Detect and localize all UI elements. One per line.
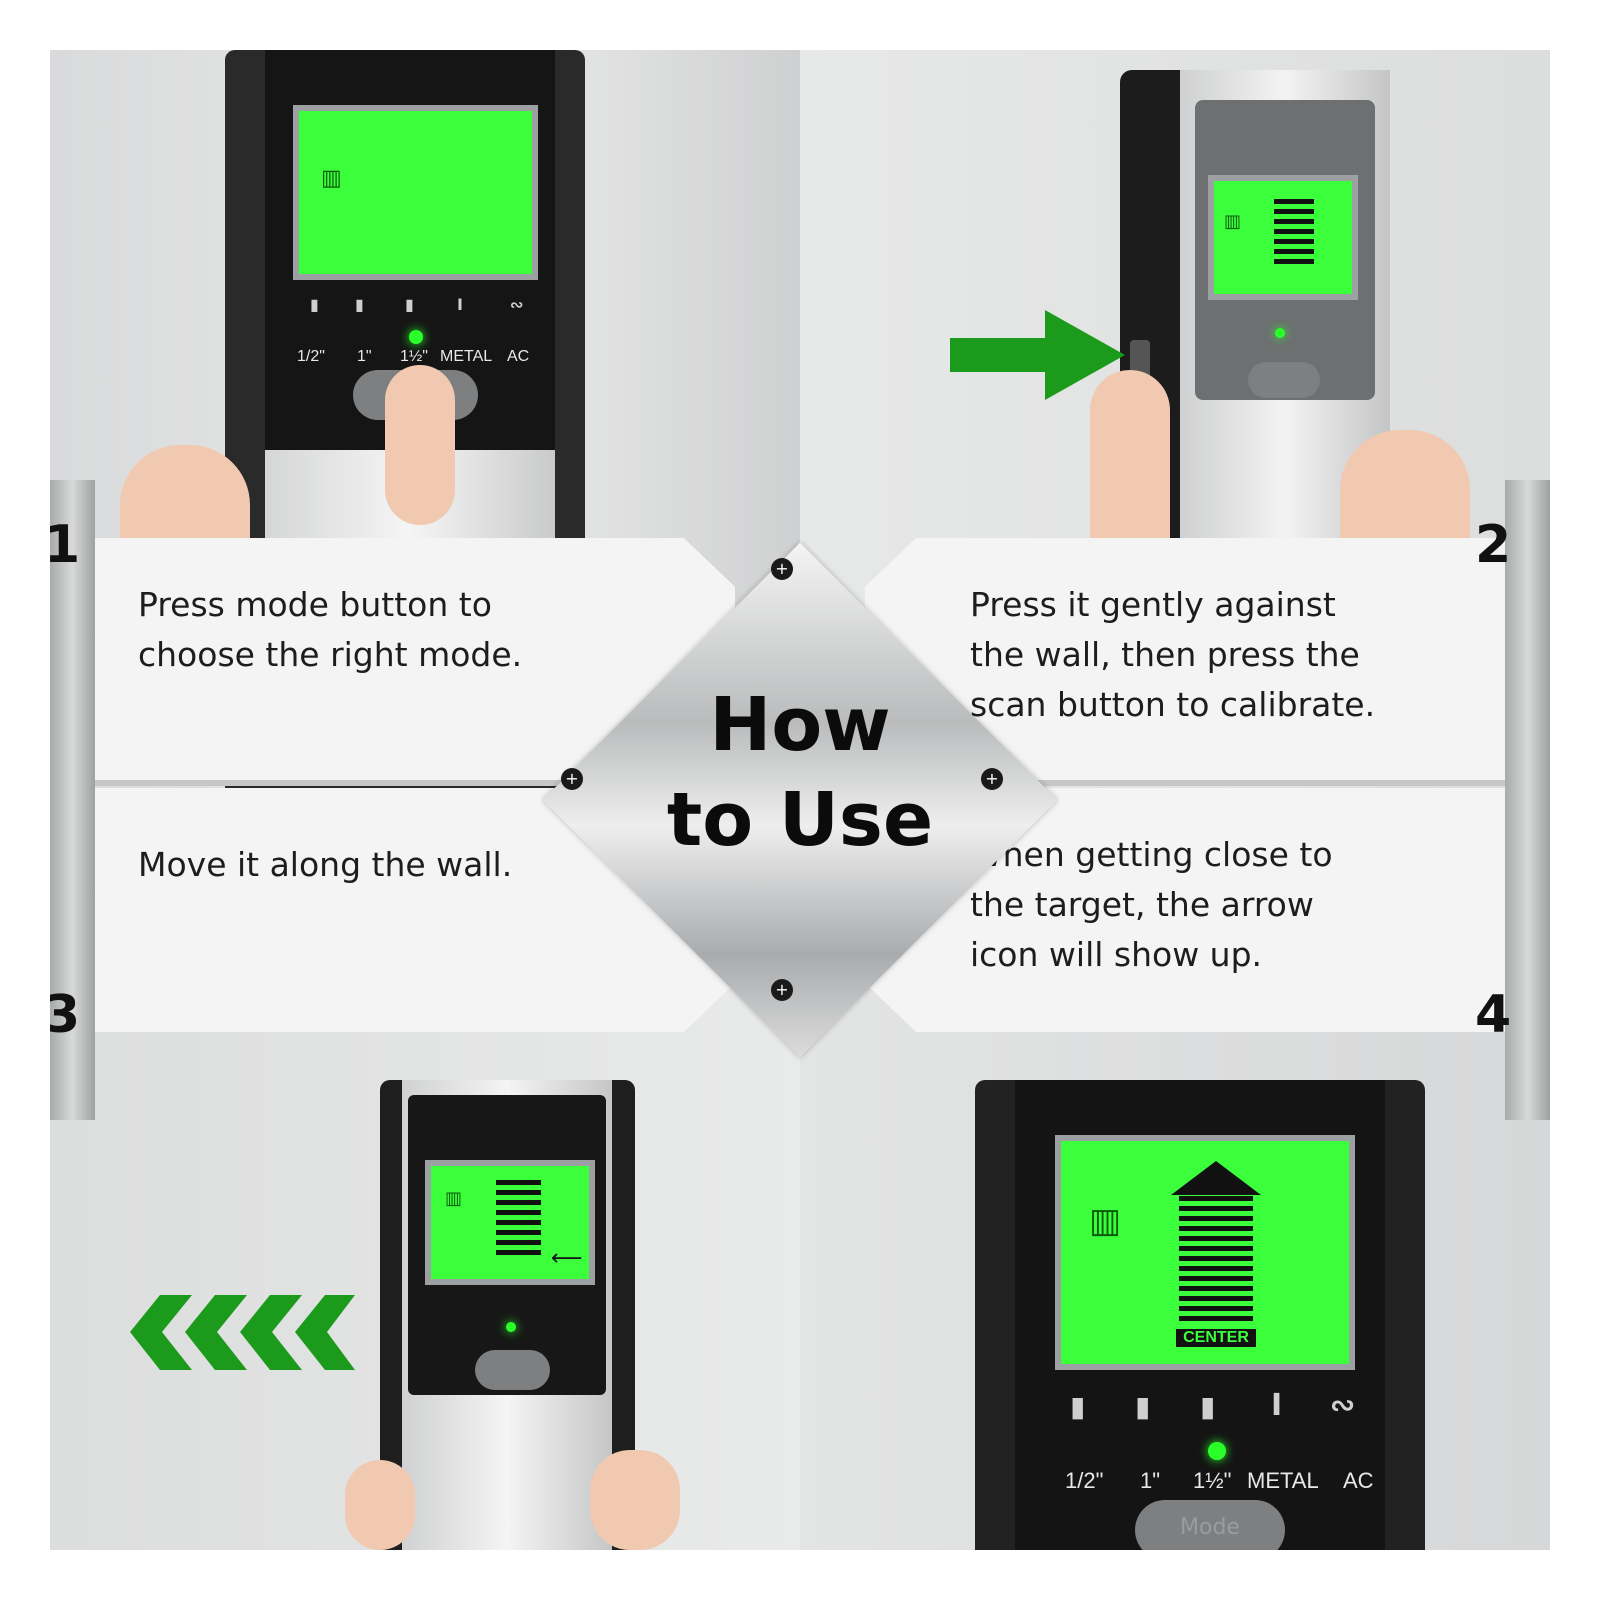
mode-led	[409, 330, 423, 344]
step-1-line-1: Press mode button to	[138, 585, 492, 624]
step-4-line-2: the target, the arrow	[970, 885, 1314, 924]
screw-top: +	[771, 558, 793, 580]
step-2-text: Press it gently against the wall, then p…	[970, 580, 1375, 730]
right-arrow-icon	[950, 310, 1125, 400]
step-2-number: 2	[1475, 515, 1512, 575]
title-line-1: How	[709, 682, 891, 768]
step-4-text: When getting close to the target, the ar…	[970, 830, 1333, 980]
left-chevrons-icon	[130, 1295, 355, 1370]
mode-label-ac: AC	[1343, 1468, 1374, 1493]
stud-half-icon: ▮	[310, 295, 319, 314]
stud-finder-device: ▥ CENTER ▮ ▮ ▮ I ∾ 1/2" 1" 1½" METAL AC …	[975, 1080, 1425, 1550]
step-4-line-1: When getting close to	[970, 835, 1333, 874]
stud-one-half-icon: ▮	[1200, 1390, 1216, 1423]
left-arrow-small-icon: ⟵	[551, 1246, 583, 1271]
screw-bottom: +	[771, 979, 793, 1001]
step-3-number: 3	[50, 985, 81, 1045]
step-1-number: 1	[50, 515, 81, 575]
mode-label-half: 1/2"	[297, 348, 325, 365]
step-3-text: Move it along the wall.	[138, 840, 512, 890]
stud-half-icon: ▮	[1070, 1390, 1086, 1423]
lcd-screen: ▥	[293, 105, 538, 280]
stud-icon: ▥	[1224, 211, 1242, 232]
screw-left: +	[561, 768, 583, 790]
step-2-line-1: Press it gently against	[970, 585, 1336, 624]
mode-led	[506, 1322, 516, 1332]
mode-led	[1208, 1442, 1226, 1460]
how-to-use-infographic: ▥ ▮ ▮ ▮ I ∾ 1/2" 1" 1½" METAL AC ▥	[50, 50, 1550, 1550]
left-rail	[50, 480, 95, 1120]
metal-icon: I	[457, 295, 463, 314]
signal-bars	[1274, 199, 1314, 269]
step-2-line-2: the wall, then press the	[970, 635, 1360, 674]
mode-label-one-half: 1½"	[400, 348, 428, 365]
signal-bars	[1179, 1196, 1253, 1326]
step-1-text: Press mode button to choose the right mo…	[138, 580, 522, 680]
lcd-screen: ▥	[1208, 175, 1358, 300]
step-4-line-3: icon will show up.	[970, 935, 1263, 974]
mode-led	[1275, 328, 1285, 338]
ac-icon: ∾	[510, 295, 524, 314]
stud-one-icon: ▮	[355, 295, 364, 314]
signal-bars	[496, 1180, 541, 1255]
screw-right: +	[981, 768, 1003, 790]
mode-button[interactable]: Mode	[1135, 1500, 1285, 1550]
mode-button[interactable]	[475, 1350, 550, 1390]
stud-finder-device: ▥	[1120, 70, 1390, 540]
stud-icon: ▥	[321, 166, 342, 191]
metal-icon: I	[1271, 1388, 1283, 1423]
mode-button[interactable]	[1248, 362, 1320, 398]
mode-label-metal: METAL	[1247, 1468, 1319, 1493]
mode-label-metal: METAL	[440, 348, 493, 365]
mode-button-label: Mode	[1180, 1515, 1240, 1540]
mode-label-one-half: 1½"	[1193, 1468, 1232, 1493]
step-3-line-1: Move it along the wall.	[138, 845, 513, 884]
step-4-number: 4	[1475, 985, 1512, 1045]
mode-label-one: 1"	[1140, 1468, 1161, 1493]
up-arrow-icon	[1171, 1161, 1261, 1195]
lcd-screen: ▥ ⟵	[425, 1160, 595, 1285]
stud-icon: ▥	[1089, 1201, 1122, 1241]
finger	[385, 365, 455, 525]
hand	[345, 1460, 415, 1550]
step-1-line-2: choose the right mode.	[138, 635, 523, 674]
ac-icon: ∾	[1330, 1388, 1356, 1423]
hand	[590, 1450, 680, 1550]
stud-one-half-icon: ▮	[405, 295, 414, 314]
center-indicator: CENTER	[1176, 1329, 1256, 1347]
stud-icon: ▥	[445, 1188, 463, 1209]
step-2-line-3: scan button to calibrate.	[970, 685, 1376, 724]
mode-label-ac: AC	[507, 348, 530, 365]
stud-finder-device: ▥ ⟵	[380, 1080, 635, 1550]
mode-label-half: 1/2"	[1065, 1468, 1104, 1493]
lcd-screen: ▥ CENTER	[1055, 1135, 1355, 1370]
mode-label-one: 1"	[357, 348, 372, 365]
stud-one-icon: ▮	[1135, 1390, 1151, 1423]
title-line-2: to Use	[666, 777, 934, 863]
right-rail	[1505, 480, 1550, 1120]
